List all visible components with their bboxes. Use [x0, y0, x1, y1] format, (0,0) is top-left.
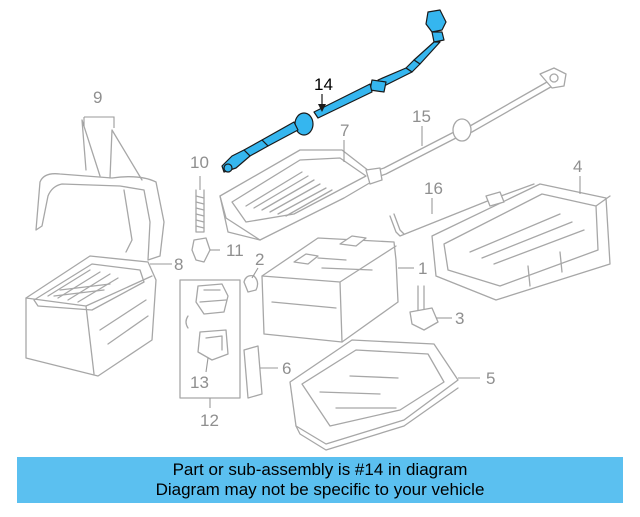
info-banner: Part or sub-assembly is #14 in diagram D… [17, 457, 623, 503]
callout-16: 16 [424, 179, 443, 198]
callout-4: 4 [573, 157, 582, 176]
callout-5: 5 [486, 369, 495, 388]
callout-10: 10 [190, 153, 209, 172]
banner-line-1: Part or sub-assembly is #14 in diagram [172, 460, 468, 479]
part-11-nut [191, 237, 211, 263]
leader-2 [251, 267, 259, 279]
part-2-clip [243, 274, 259, 293]
banner-line-2: Diagram may not be specific to your vehi… [155, 480, 485, 499]
part-4-carrier [431, 183, 611, 301]
part-9-bracket [35, 119, 165, 261]
callout-1: 1 [418, 259, 427, 278]
leader-14-arrowhead [318, 104, 326, 112]
part-6-bar [243, 345, 263, 399]
callout-11: 11 [226, 241, 244, 260]
part-8-battery-box [25, 255, 157, 377]
leader-9 [83, 116, 115, 128]
part-5-tray [289, 339, 459, 451]
leader-13 [205, 357, 209, 373]
part-3-bracket [409, 285, 439, 331]
callout-8: 8 [174, 255, 183, 274]
part-12-group [179, 279, 241, 399]
part-14-highlighted-cable [221, 9, 447, 173]
part-10-bolt [195, 189, 205, 233]
callout-7: 7 [340, 121, 349, 140]
callout-12: 12 [200, 411, 219, 430]
callout-3: 3 [455, 309, 464, 328]
part-15-cable [365, 67, 567, 185]
callout-9: 9 [93, 88, 102, 107]
callout-13: 13 [190, 373, 209, 392]
callout-14: 14 [314, 75, 333, 94]
part-7-cover [219, 149, 379, 241]
callout-2: 2 [255, 250, 264, 269]
part-1-battery [261, 235, 399, 343]
callout-6: 6 [282, 359, 291, 378]
callout-15: 15 [412, 107, 431, 126]
part-16-lead [389, 183, 535, 237]
